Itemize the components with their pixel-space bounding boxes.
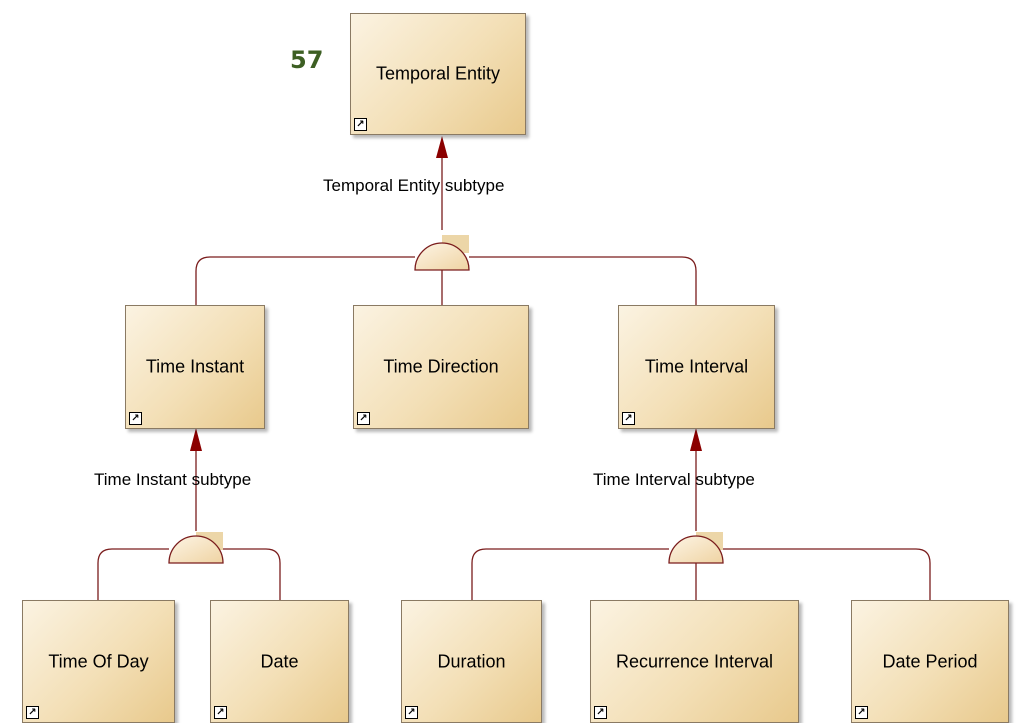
entity-label: Recurrence Interval <box>615 651 774 671</box>
generalization-label: Time Interval subtype <box>593 470 755 489</box>
generalization-label: Time Instant subtype <box>94 470 252 489</box>
entity-label: Time Of Day <box>48 651 149 671</box>
branch-line-time-of-day <box>97 548 169 600</box>
branch-line-duration <box>471 548 669 600</box>
entity-label: Time Direction <box>383 356 499 377</box>
entity-time-interval[interactable]: Time Interval ↗ <box>618 305 775 429</box>
entity-time-direction[interactable]: Time Direction ↗ <box>353 305 529 429</box>
entity-label: Date Period <box>882 651 978 671</box>
arrowhead-icon <box>436 136 448 158</box>
generalization-time-interval <box>471 450 931 600</box>
branch-line-date <box>223 548 281 600</box>
entity-label: Time Instant <box>145 356 245 377</box>
arrowhead-icon <box>190 428 202 451</box>
shortcut-link-icon[interactable]: ↗ <box>357 412 370 425</box>
generalization-semicircle-icon[interactable] <box>668 535 724 564</box>
entity-temporal-entity[interactable]: Temporal Entity ↗ <box>350 13 526 135</box>
shortcut-link-icon[interactable]: ↗ <box>214 706 227 719</box>
generalization-semicircle-icon[interactable] <box>168 535 224 564</box>
entity-label: Duration <box>437 651 506 671</box>
entity-date-period[interactable]: Date Period ↗ <box>851 600 1009 723</box>
entity-label: Temporal Entity <box>375 63 501 84</box>
entity-label: Time Interval <box>644 356 749 377</box>
shortcut-link-icon[interactable]: ↗ <box>622 412 635 425</box>
arrowhead-icon <box>690 428 702 451</box>
entity-time-of-day[interactable]: Time Of Day ↗ <box>22 600 175 723</box>
branch-line-time-interval <box>469 256 697 305</box>
page-number: 57 <box>290 46 324 74</box>
shortcut-link-icon[interactable]: ↗ <box>129 412 142 425</box>
generalization-label: Temporal Entity subtype <box>323 176 505 195</box>
generalization-time-instant <box>97 450 281 600</box>
entity-label: Date <box>260 651 299 671</box>
shortcut-link-icon[interactable]: ↗ <box>405 706 418 719</box>
shortcut-link-icon[interactable]: ↗ <box>354 118 367 131</box>
shortcut-link-icon[interactable]: ↗ <box>594 706 607 719</box>
generalization-semicircle-icon[interactable] <box>414 242 470 271</box>
entity-recurrence-interval[interactable]: Recurrence Interval ↗ <box>590 600 799 723</box>
shortcut-link-icon[interactable]: ↗ <box>855 706 868 719</box>
entity-time-instant[interactable]: Time Instant ↗ <box>125 305 265 429</box>
entity-date[interactable]: Date ↗ <box>210 600 349 723</box>
shortcut-link-icon[interactable]: ↗ <box>26 706 39 719</box>
branch-line-time-instant <box>195 256 415 305</box>
branch-line-date-period <box>723 548 931 600</box>
entity-duration[interactable]: Duration ↗ <box>401 600 542 723</box>
generalization-temporal-entity <box>195 156 697 305</box>
